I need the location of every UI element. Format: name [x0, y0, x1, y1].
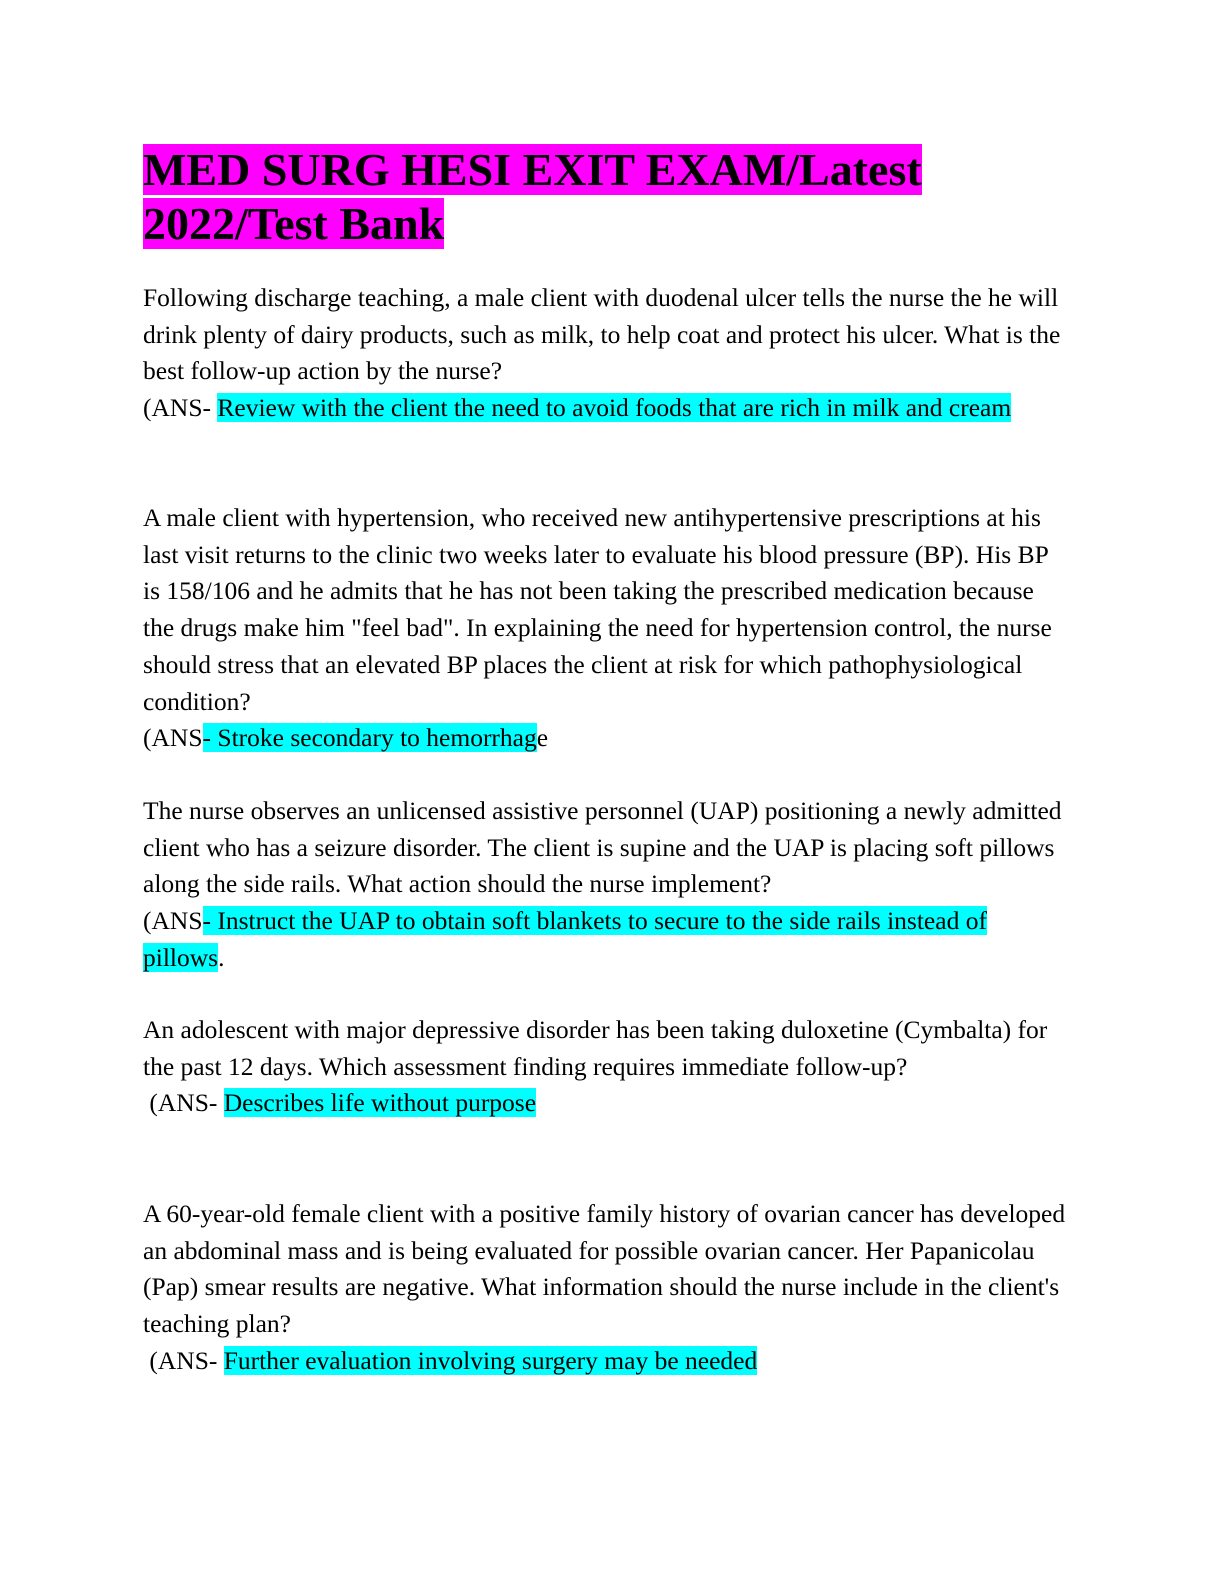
- answer-prefix: (ANS-: [143, 1345, 224, 1375]
- answer-line: (ANS- Stroke secondary to hemorrhage: [143, 720, 1068, 757]
- answer-line: (ANS- Describes life without purpose: [143, 1085, 1068, 1122]
- answer-line: (ANS- Instruct the UAP to obtain soft bl…: [143, 903, 1068, 976]
- qa-block-2: A male client with hypertension, who rec…: [143, 500, 1068, 757]
- answer-suffix: e: [536, 723, 549, 753]
- qa-block-3: The nurse observes an unlicensed assisti…: [143, 793, 1068, 977]
- answer-highlight: Review with the client the need to avoid…: [217, 393, 1012, 423]
- question-text: A 60-year-old female client with a posit…: [143, 1199, 1066, 1339]
- qa-block-5: A 60-year-old female client with a posit…: [143, 1196, 1068, 1380]
- question-text: Following discharge teaching, a male cli…: [143, 283, 1061, 386]
- answer-line: (ANS- Further evaluation involving surge…: [143, 1343, 1068, 1380]
- answer-prefix: (ANS-: [143, 393, 218, 423]
- answer-highlight: - Stroke secondary to hemorrhag: [202, 723, 537, 753]
- answer-highlight: Describes life without purpose: [223, 1088, 537, 1118]
- answer-highlight: - Instruct the UAP to obtain soft blanke…: [143, 906, 987, 972]
- title-line-2: 2022/Test Bank: [143, 198, 445, 249]
- answer-suffix: .: [218, 942, 225, 972]
- qa-block-1: Following discharge teaching, a male cli…: [143, 280, 1068, 427]
- answer-line: (ANS- Review with the client the need to…: [143, 390, 1068, 427]
- answer-highlight: Further evaluation involving surgery may…: [223, 1345, 758, 1375]
- question-text: A male client with hypertension, who rec…: [143, 503, 1052, 716]
- title-line-1: MED SURG HESI EXIT EXAM/Latest: [143, 144, 922, 195]
- answer-prefix: (ANS: [143, 906, 203, 936]
- question-text: An adolescent with major depressive diso…: [143, 1015, 1048, 1081]
- answer-prefix: (ANS: [143, 723, 203, 753]
- answer-prefix: (ANS-: [143, 1088, 224, 1118]
- question-text: The nurse observes an unlicensed assisti…: [143, 796, 1062, 899]
- document-title: MED SURG HESI EXIT EXAM/Latest 2022/Test…: [143, 143, 1023, 251]
- qa-block-4: An adolescent with major depressive diso…: [143, 1012, 1068, 1122]
